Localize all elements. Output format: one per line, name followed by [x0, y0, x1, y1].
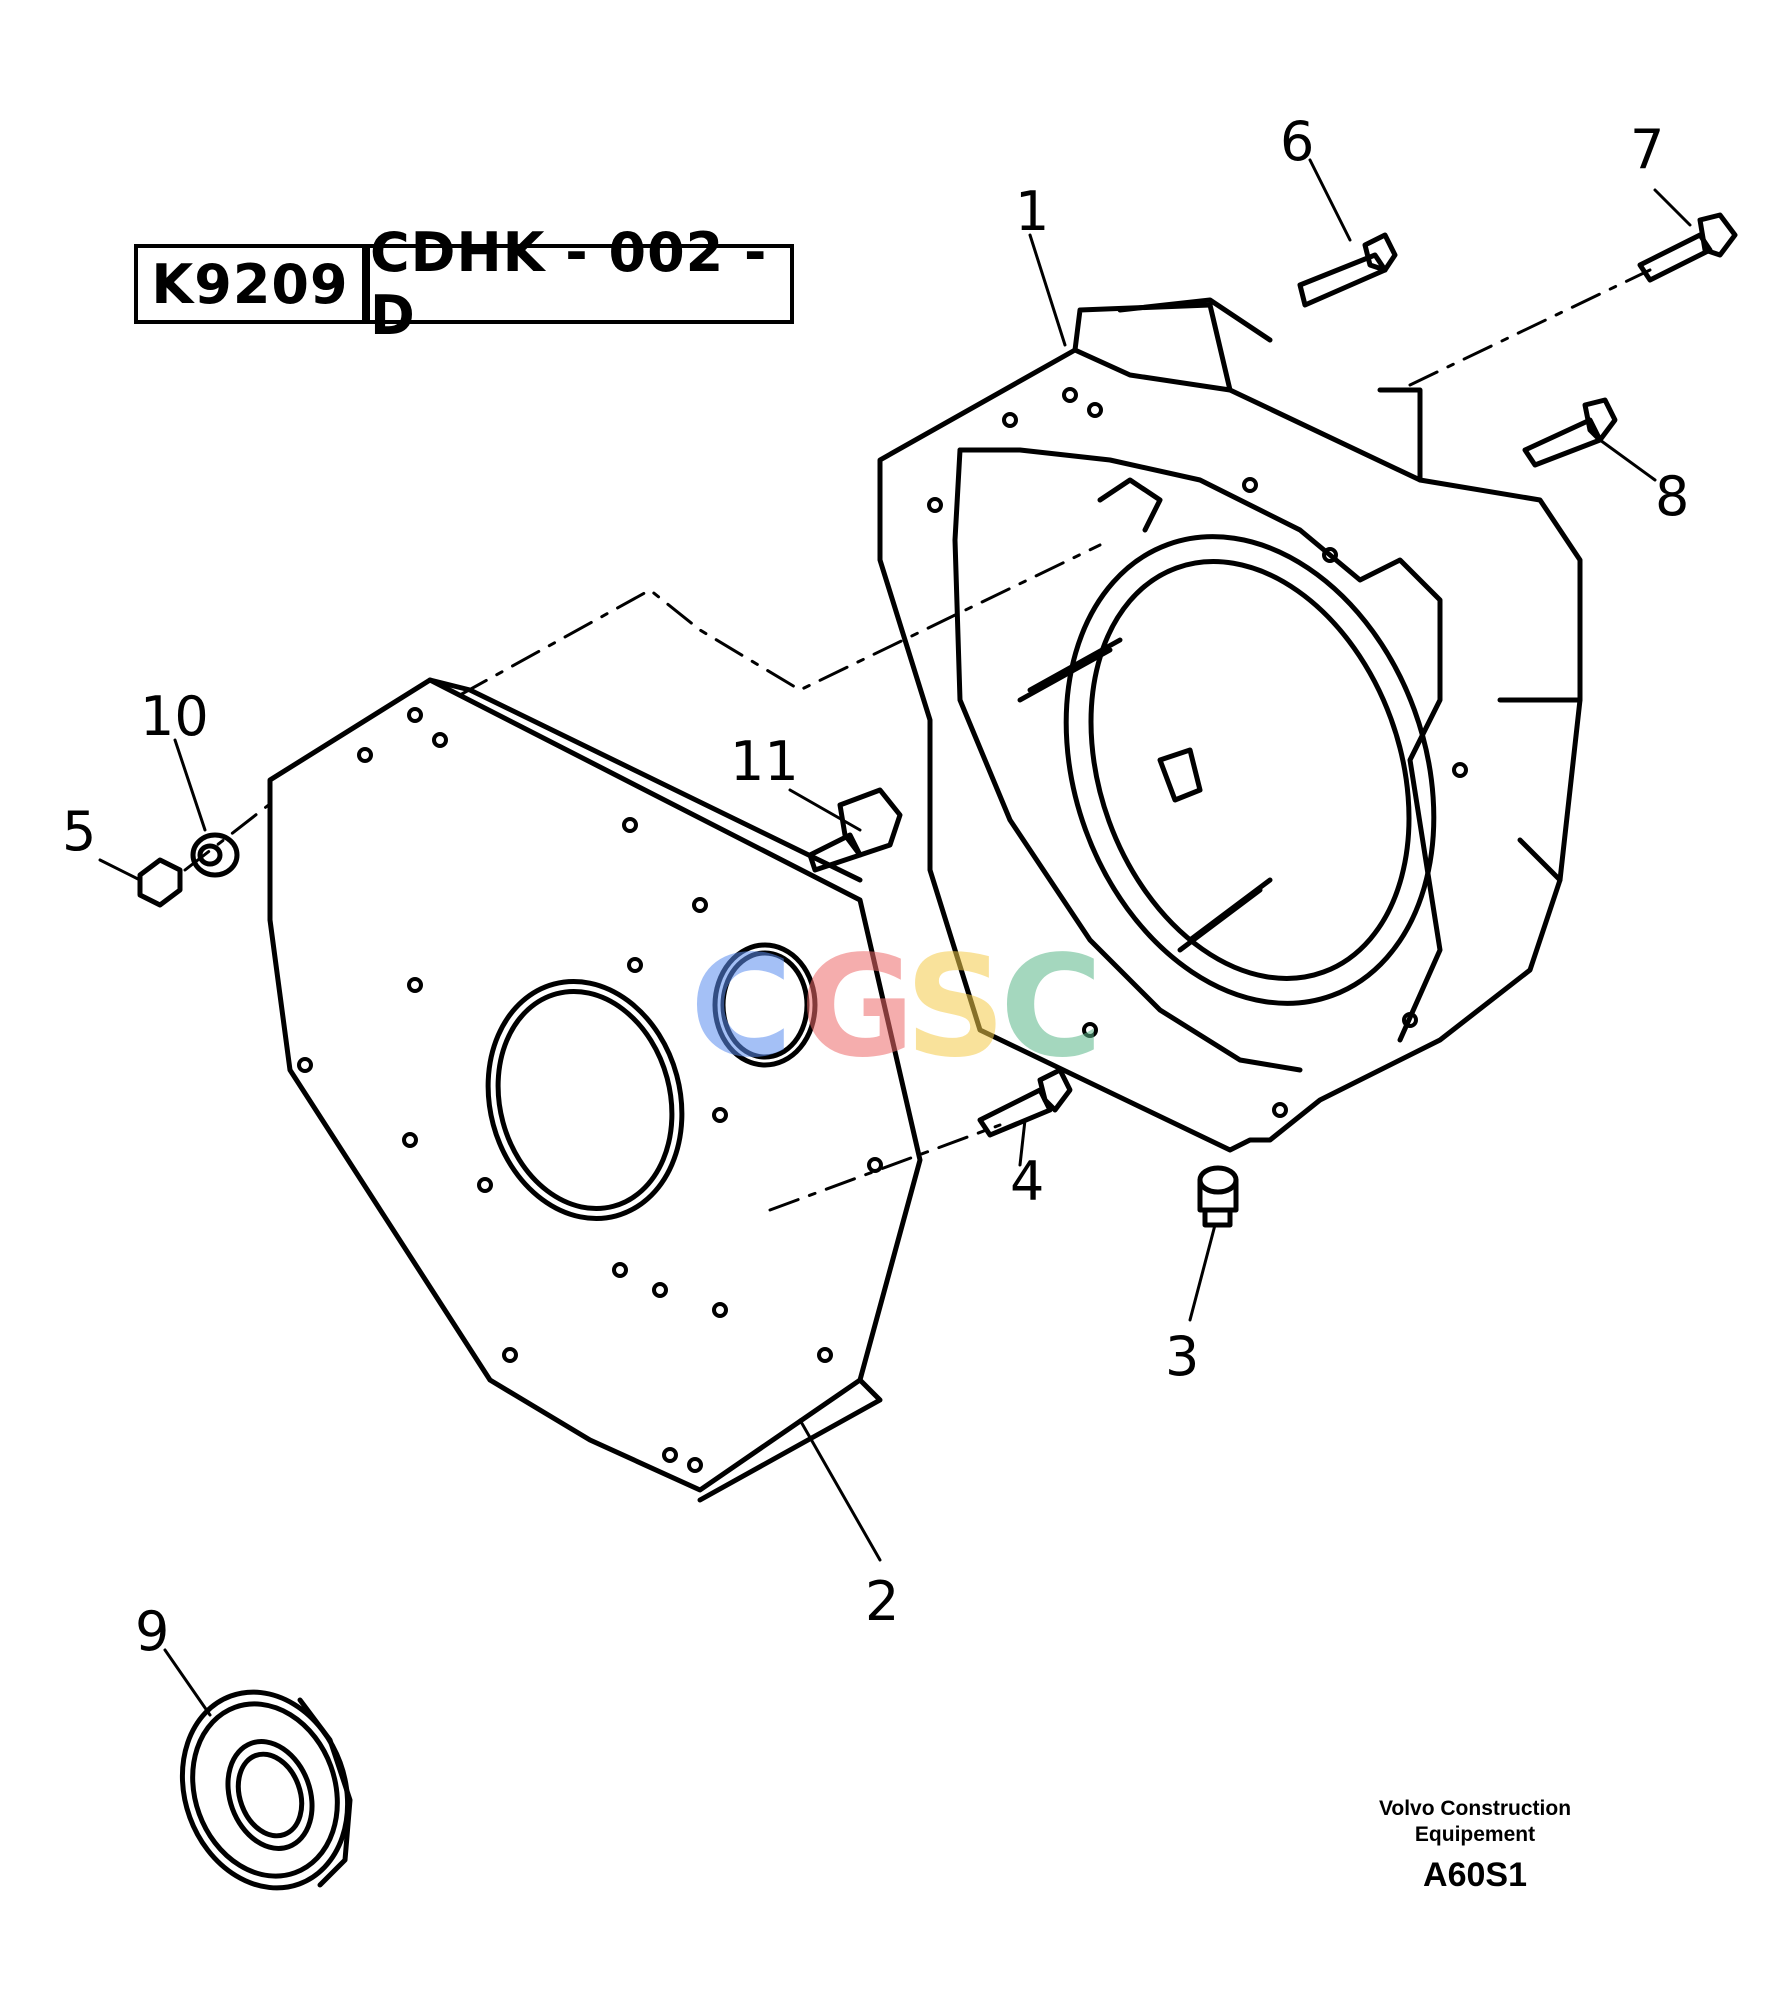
callout-9: 9 [135, 1600, 169, 1663]
callout-5: 5 [62, 800, 96, 863]
bolt-7 [1637, 212, 1738, 283]
bolt-8 [1522, 397, 1618, 468]
assembly-lines [183, 268, 1652, 1212]
plug-3 [1197, 1165, 1239, 1228]
callout-10: 10 [140, 685, 209, 748]
callout-labels: 1 2 3 4 5 6 7 8 9 10 11 [62, 110, 1689, 1663]
callout-11: 11 [730, 730, 799, 793]
flywheel-housing [877, 297, 1583, 1153]
callout-2: 2 [865, 1570, 899, 1633]
company-line-1: Volvo Construction [1378, 1797, 1572, 1820]
watermark-logo: C G S C [690, 926, 1103, 1089]
watermark-letter-2: G [800, 926, 915, 1089]
bolt-4 [977, 1067, 1073, 1138]
bolt-11 [807, 787, 903, 873]
plate-bolt-holes [297, 707, 883, 1473]
nut-5 [137, 857, 183, 908]
callout-6: 6 [1280, 110, 1314, 173]
seal-9 [179, 1689, 353, 1891]
watermark-letter-1: C [690, 926, 793, 1089]
reference-code-box: K9209 [134, 244, 366, 324]
housing-bolt-holes [927, 387, 1468, 1118]
leader-lines [98, 158, 1692, 1717]
adapter-plate [267, 677, 923, 1503]
callout-4: 4 [1010, 1150, 1044, 1213]
watermark-letter-4: C [1000, 926, 1103, 1089]
callout-1: 1 [1015, 180, 1049, 243]
callout-7: 7 [1630, 118, 1664, 181]
callout-3: 3 [1165, 1325, 1199, 1388]
watermark-letter-3: S [905, 926, 1006, 1089]
model-code: A60S1 [1423, 1856, 1527, 1894]
manufacturer-credit: Volvo Construction Equipement [1330, 1796, 1620, 1848]
company-line-2: Equipement [1414, 1823, 1536, 1846]
callout-8: 8 [1655, 465, 1689, 528]
bolt-6 [1297, 232, 1398, 308]
washer-10 [190, 832, 240, 878]
